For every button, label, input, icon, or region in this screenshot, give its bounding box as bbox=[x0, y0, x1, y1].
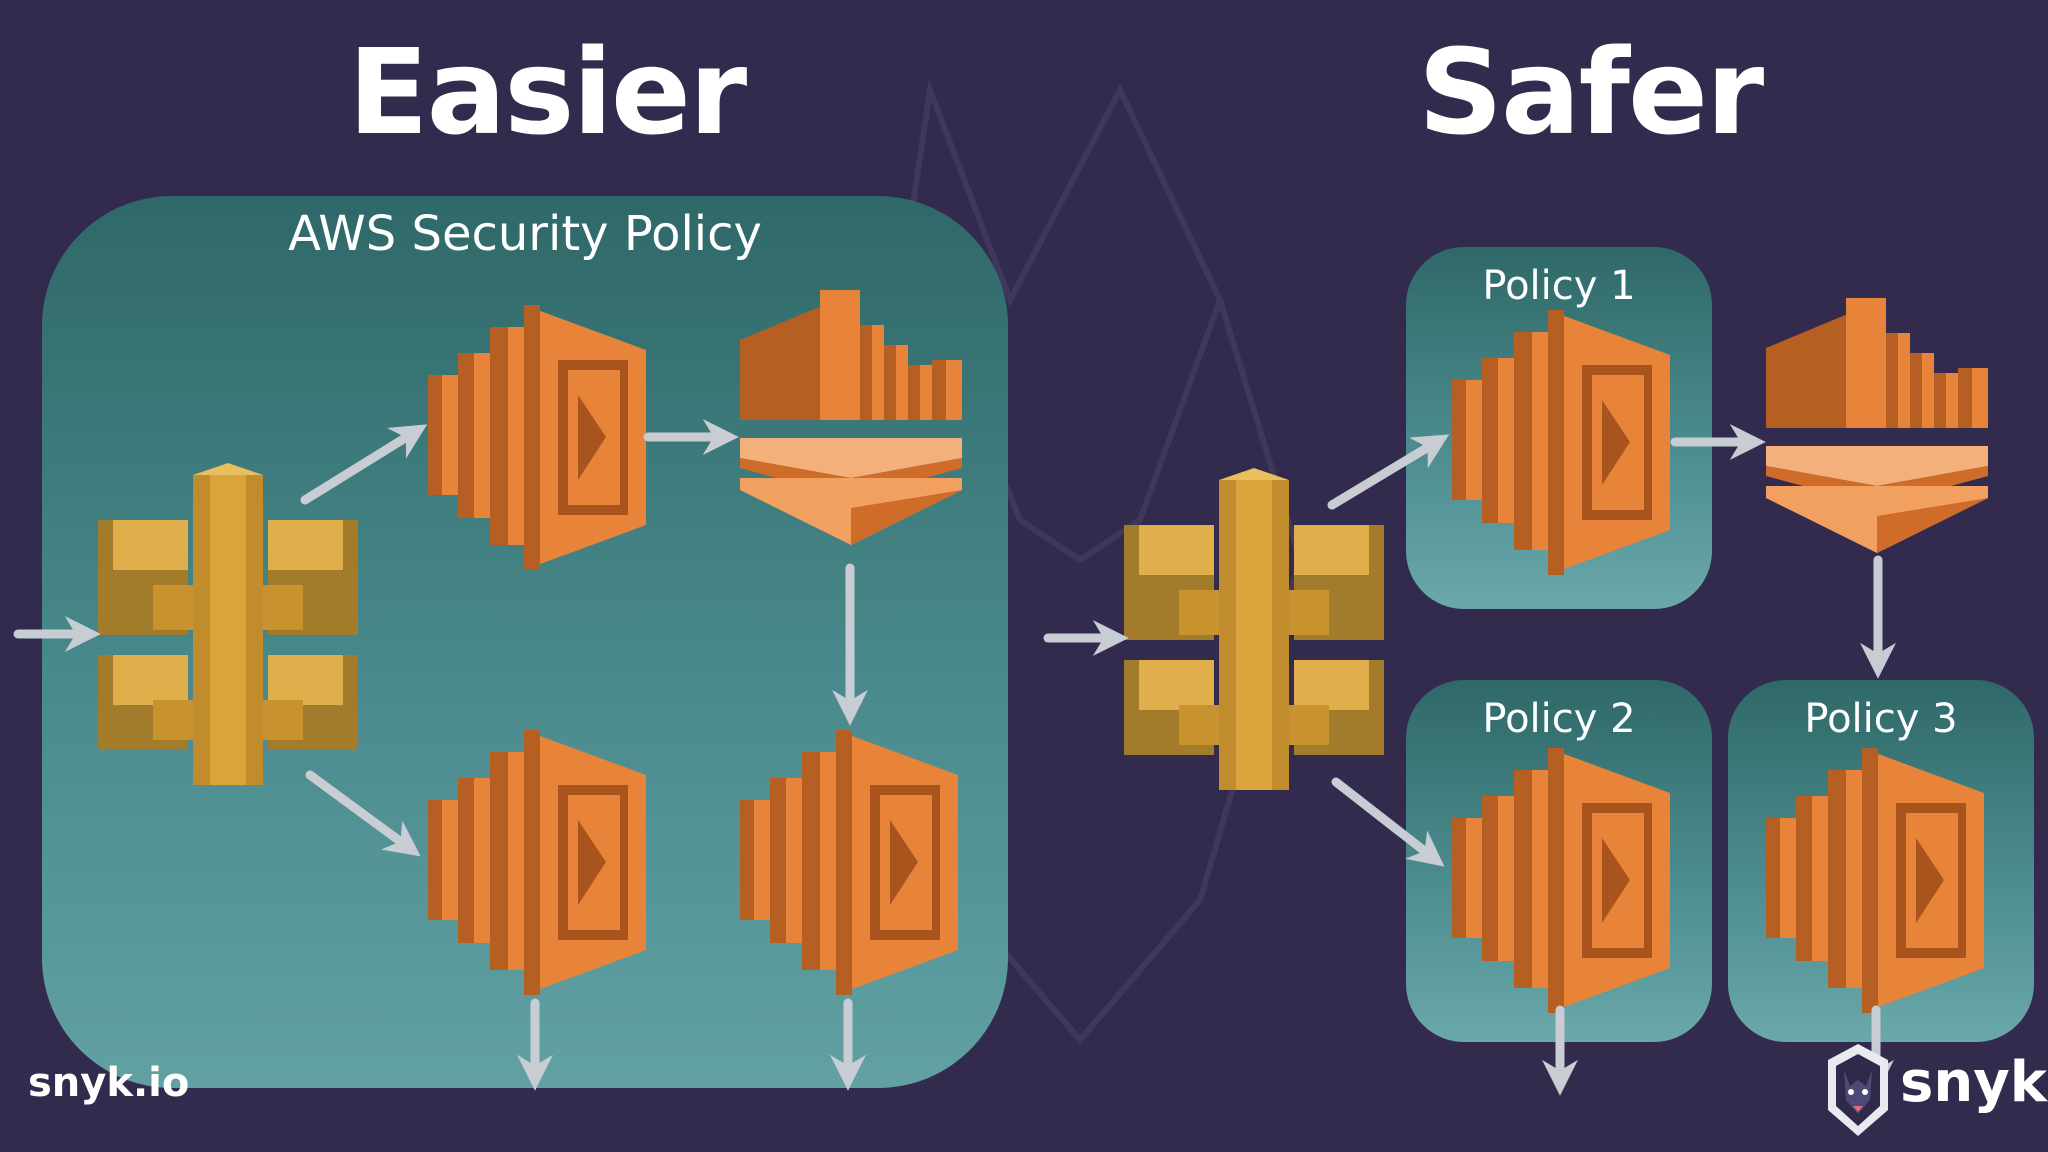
policy-1-label: Policy 1 bbox=[1482, 263, 1636, 309]
aws-security-policy-label: AWS Security Policy bbox=[288, 206, 762, 262]
arrow-gateway-to-lambda-top bbox=[300, 424, 428, 505]
policy-2-label: Policy 2 bbox=[1482, 696, 1636, 742]
footer-url: snyk.io bbox=[28, 1060, 190, 1106]
lambda-icon bbox=[1452, 748, 1670, 1013]
lambda-icon bbox=[428, 730, 646, 995]
snyk-logo: snyk bbox=[1820, 1040, 2047, 1140]
lambda-icon bbox=[1766, 748, 1984, 1013]
title-safer: Safer bbox=[1418, 23, 1764, 161]
snyk-dog-icon bbox=[1828, 1044, 1888, 1136]
api-gateway-icon bbox=[98, 463, 358, 785]
kinesis-icon bbox=[1766, 298, 1988, 553]
policy-3-label: Policy 3 bbox=[1804, 696, 1958, 742]
title-easier: Easier bbox=[348, 23, 747, 161]
arrow-gateway-to-policy-1 bbox=[1327, 434, 1450, 510]
lambda-icon bbox=[1452, 310, 1670, 575]
kinesis-icon bbox=[740, 290, 962, 545]
api-gateway-icon bbox=[1124, 468, 1384, 790]
lambda-icon bbox=[428, 305, 646, 570]
snyk-wordmark: snyk bbox=[1900, 1050, 2047, 1115]
arrow-gateway-to-lambda-bottom bbox=[305, 770, 421, 857]
arrow-gateway-to-policy-2 bbox=[1331, 777, 1445, 867]
lambda-icon bbox=[740, 730, 958, 995]
